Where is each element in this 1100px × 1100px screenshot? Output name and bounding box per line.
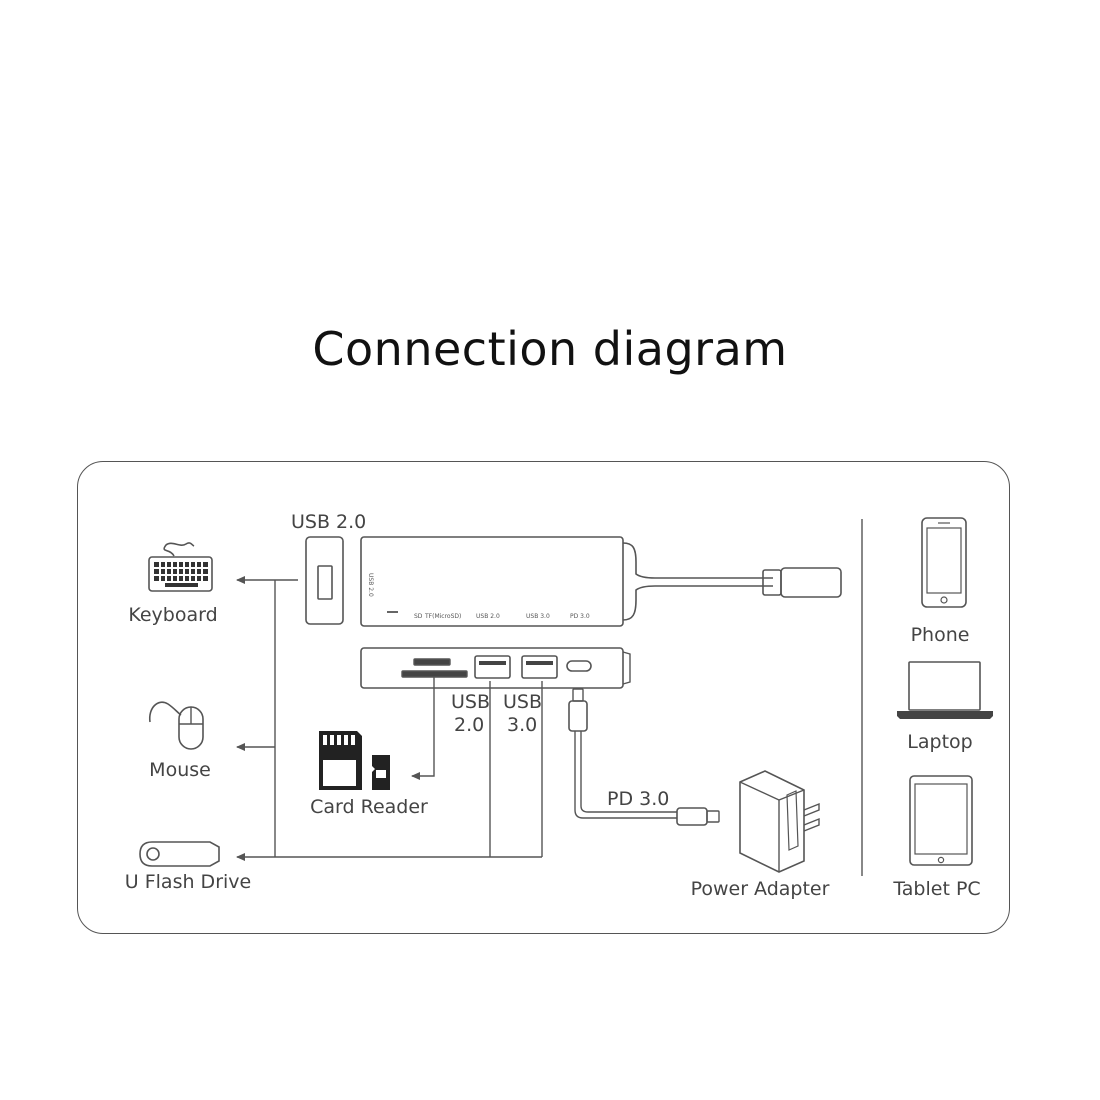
page-title: Connection diagram — [312, 322, 788, 376]
hub-marking-usb3: USB 3.0 — [526, 613, 550, 620]
usb3-label-line2: 3.0 — [507, 714, 538, 736]
diagram-panel — [77, 461, 1010, 934]
laptop-label: Laptop — [907, 731, 973, 753]
side-usb-label: USB 2.0 — [291, 511, 367, 533]
mouse-graphic — [148, 701, 204, 750]
keyboard-label: Keyboard — [128, 604, 218, 626]
hub-top-view — [360, 536, 842, 627]
tablet-graphic — [909, 775, 973, 866]
microsd-card-graphic — [372, 755, 390, 790]
keyboard-graphic — [148, 542, 213, 592]
power-adapter-label: Power Adapter — [690, 878, 830, 900]
tablet-label: Tablet PC — [893, 878, 981, 900]
card-reader-label: Card Reader — [310, 796, 428, 818]
hub-marking-tf: TF(MicroSD) — [425, 613, 462, 620]
pd-label: PD 3.0 — [607, 788, 670, 810]
phone-graphic — [921, 517, 967, 608]
hub-marking-sd: SD — [414, 613, 423, 620]
hub-marking-pd: PD 3.0 — [570, 613, 590, 620]
mouse-label: Mouse — [149, 759, 211, 781]
power-cable — [568, 688, 720, 826]
connection-lines — [236, 576, 543, 861]
laptop-graphic — [897, 661, 993, 719]
hub-marking-side: USB 2.0 — [367, 573, 374, 597]
side-usb-port — [305, 536, 344, 625]
hub-front-view — [360, 647, 631, 689]
power-adapter-graphic — [739, 770, 820, 873]
usb3-label-line1: USB — [503, 691, 543, 713]
sd-card-graphic — [319, 731, 362, 790]
usb2-label-line2: 2.0 — [454, 714, 485, 736]
phone-label: Phone — [910, 624, 970, 646]
usb2-label-line1: USB — [451, 691, 491, 713]
hub-marking-usb2: USB 2.0 — [476, 613, 500, 620]
flash-drive-graphic — [139, 841, 220, 867]
flash-drive-label: U Flash Drive — [124, 871, 252, 893]
